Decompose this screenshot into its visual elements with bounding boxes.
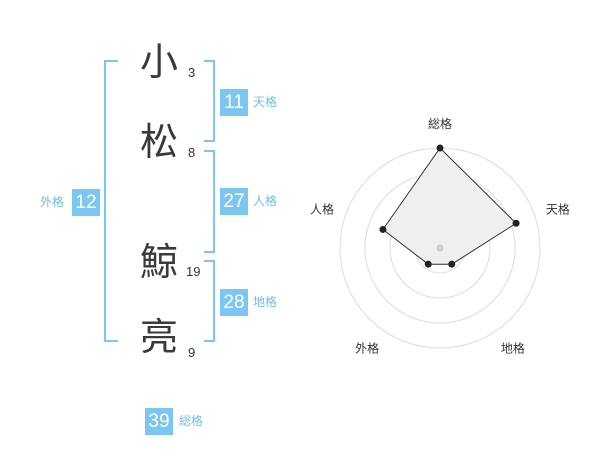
- radar-points: [379, 144, 520, 268]
- jinkaku-value: 27: [220, 188, 248, 215]
- radar-center-dot: [436, 244, 444, 252]
- tenkaku-bracket: [204, 60, 215, 142]
- name-char-1: 小: [139, 40, 178, 84]
- name-char-4: 亮: [139, 315, 178, 359]
- tenkaku-value: 11: [220, 89, 248, 116]
- gaikaku-value: 12: [72, 189, 100, 216]
- radar-axis-label-5: 人格: [310, 202, 334, 217]
- radar-point-1: [436, 144, 444, 152]
- stroke-count-2: 8: [188, 145, 196, 160]
- tenkaku-label: 天格: [253, 95, 278, 109]
- radar-axis-label-2: 天格: [546, 202, 570, 217]
- radar-point-2: [512, 219, 520, 227]
- radar-series-area: [382, 147, 517, 265]
- radar-point-5: [379, 225, 387, 233]
- jinkaku-label: 人格: [253, 194, 278, 208]
- soukaku-value: 39: [145, 408, 173, 435]
- radar-point-3: [448, 260, 456, 268]
- gaikaku-label: 外格: [40, 195, 65, 209]
- gaikaku-bracket: [104, 60, 118, 342]
- radar-axis-label-1: 総格: [428, 116, 452, 131]
- chikaku-bracket: [204, 260, 215, 342]
- stroke-count-1: 3: [188, 65, 196, 80]
- jinkaku-bracket: [204, 150, 215, 253]
- radar-axis-label-3: 地格: [501, 340, 525, 355]
- chikaku-value: 28: [220, 289, 248, 316]
- stroke-count-4: 9: [188, 345, 196, 360]
- soukaku-label: 総格: [179, 414, 204, 428]
- name-char-2: 松: [139, 120, 178, 164]
- stroke-count-3: 19: [186, 264, 201, 279]
- chikaku-label: 地格: [253, 295, 278, 309]
- radar-point-4: [424, 260, 432, 268]
- name-char-3: 鯨: [139, 240, 178, 284]
- radar-axis-label-4: 外格: [355, 340, 379, 355]
